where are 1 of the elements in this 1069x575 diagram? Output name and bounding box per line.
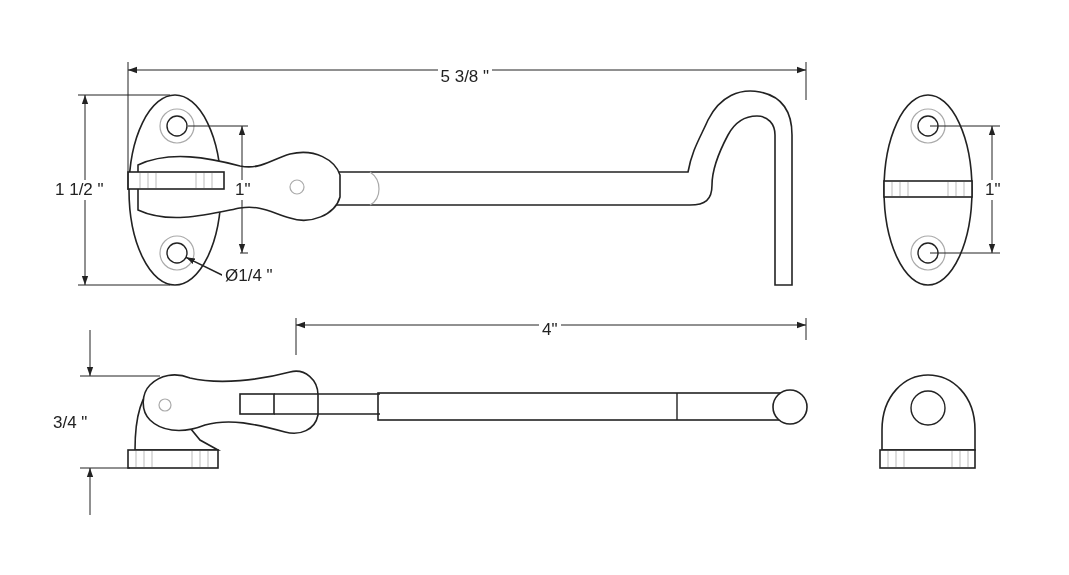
- mounting-hole: [166, 242, 188, 264]
